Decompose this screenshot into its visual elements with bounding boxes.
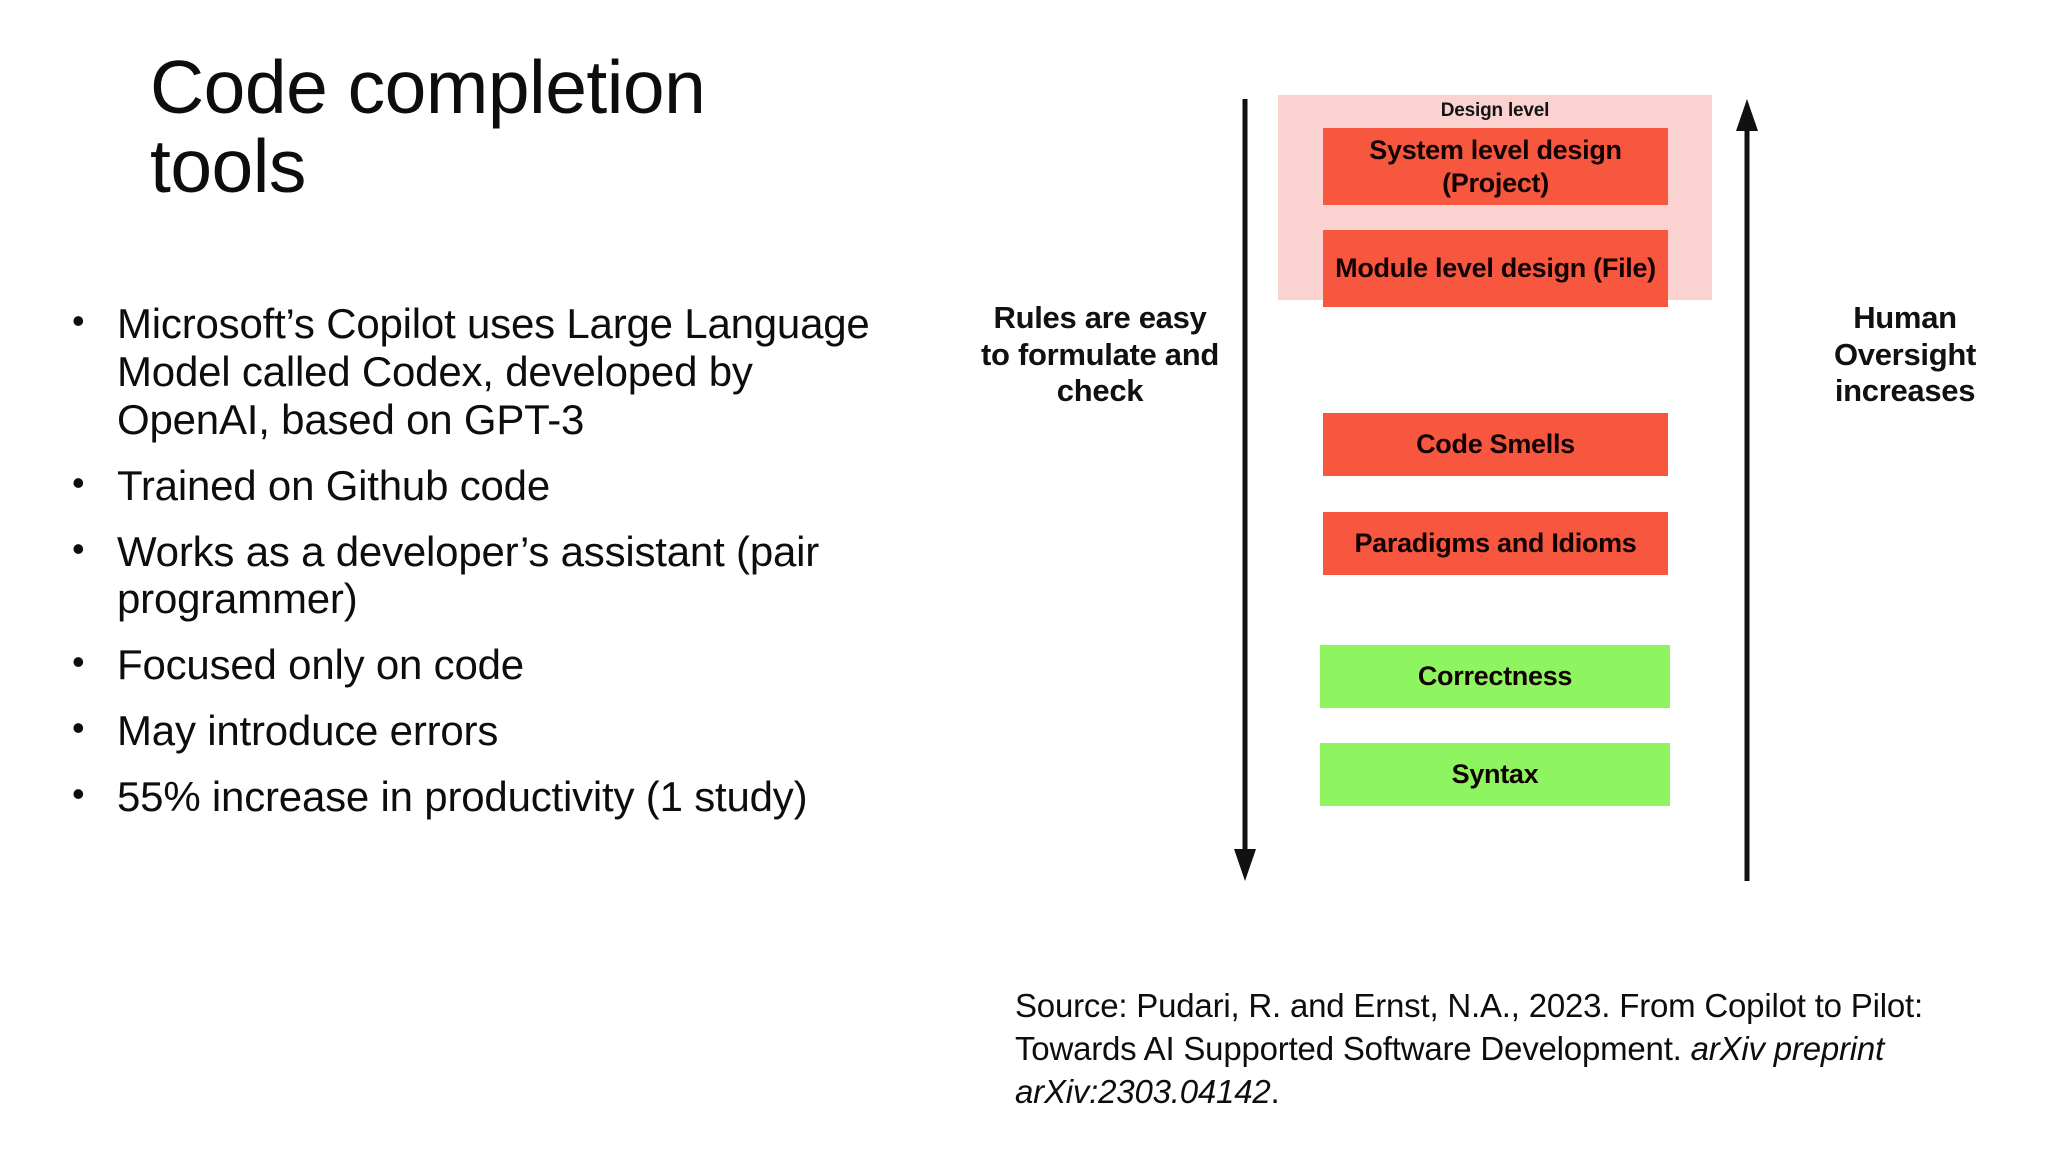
source-citation: Source: Pudari, R. and Ernst, N.A., 2023… (1015, 985, 2025, 1114)
list-item: May introduce errors (62, 705, 882, 755)
level-stack: Design level System level design (Projec… (1278, 95, 1718, 885)
down-arrow-icon (1234, 99, 1256, 881)
level-box-syntax: Syntax (1320, 743, 1670, 806)
list-item: Microsoft’s Copilot uses Large Language … (62, 298, 882, 444)
left-axis-label: Rules are easy to formulate and check (980, 300, 1220, 409)
list-item: Trained on Github code (62, 460, 882, 510)
level-box-module-level-design: Module level design (File) (1323, 230, 1668, 307)
list-item: Focused only on code (62, 639, 882, 689)
level-box-paradigms-and-idioms: Paradigms and Idioms (1323, 512, 1668, 575)
source-citation-period: . (1270, 1072, 1280, 1110)
level-box-correctness: Correctness (1320, 645, 1670, 708)
bullet-list: Microsoft’s Copilot uses Large Language … (62, 298, 882, 839)
source-citation-text: Source: Pudari, R. and Ernst, N.A., 2023… (1015, 987, 1923, 1067)
up-arrow-icon (1736, 99, 1758, 881)
page-title: Code completion tools (150, 45, 706, 208)
source-citation-reference: arXiv preprint arXiv:2303.04142 (1015, 1029, 1885, 1110)
level-box-code-smells: Code Smells (1323, 413, 1668, 476)
list-item: 55% increase in productivity (1 study) (62, 771, 882, 821)
right-axis-label: Human Oversight increases (1833, 300, 1976, 409)
design-level-group-title: Design level (1440, 100, 1550, 121)
list-item: Works as a developer’s assistant (pair p… (62, 526, 882, 624)
level-box-system-level-design: System level design (Project) (1323, 128, 1668, 205)
abstraction-level-diagram: Rules are easy to formulate and check Hu… (981, 95, 1976, 895)
